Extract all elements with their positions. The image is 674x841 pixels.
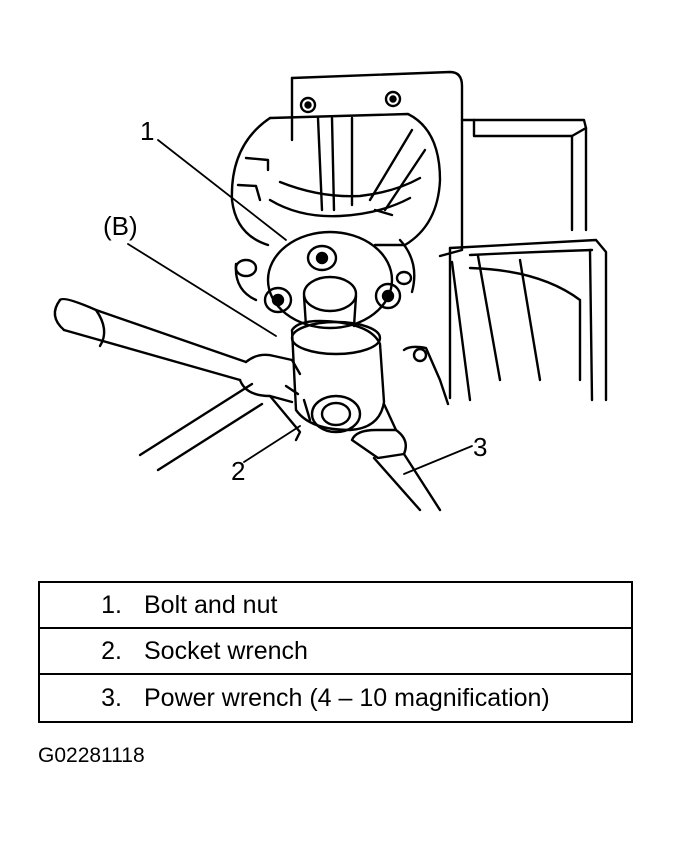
legend-row: 2. Socket wrench [40,629,631,675]
transmission-housing-plate [290,70,588,258]
legend-text: Power wrench (4 – 10 magnification) [144,683,550,712]
pinion-shaft [302,275,358,328]
transmission-flange-illustration [53,70,608,512]
callout-b-label: (B) [103,211,138,241]
legend-row: 1. Bolt and nut [40,583,631,629]
callout-3-label: 3 [473,432,488,462]
legend-row: 3. Power wrench (4 – 10 magnification) [40,675,631,721]
companion-flange [234,230,413,330]
legend-text: Socket wrench [144,636,308,665]
case-ribs [402,238,608,406]
socket-wrench-head [290,319,386,434]
callout-2-label: 2 [231,456,246,486]
bell-housing [230,112,442,294]
legend-table: 1. Bolt and nut 2. Socket wrench 3. Powe… [38,581,633,723]
legend-number: 1. [101,590,122,619]
holding-wrench-b [53,297,302,472]
callout-1-label: 1 [140,116,155,146]
legend-text: Bolt and nut [144,590,278,619]
figure-code: G02281118 [38,744,145,767]
legend-number: 2. [101,636,122,665]
leader-lines [127,139,473,475]
power-wrench-handle [350,402,442,512]
legend-number: 3. [101,683,122,712]
